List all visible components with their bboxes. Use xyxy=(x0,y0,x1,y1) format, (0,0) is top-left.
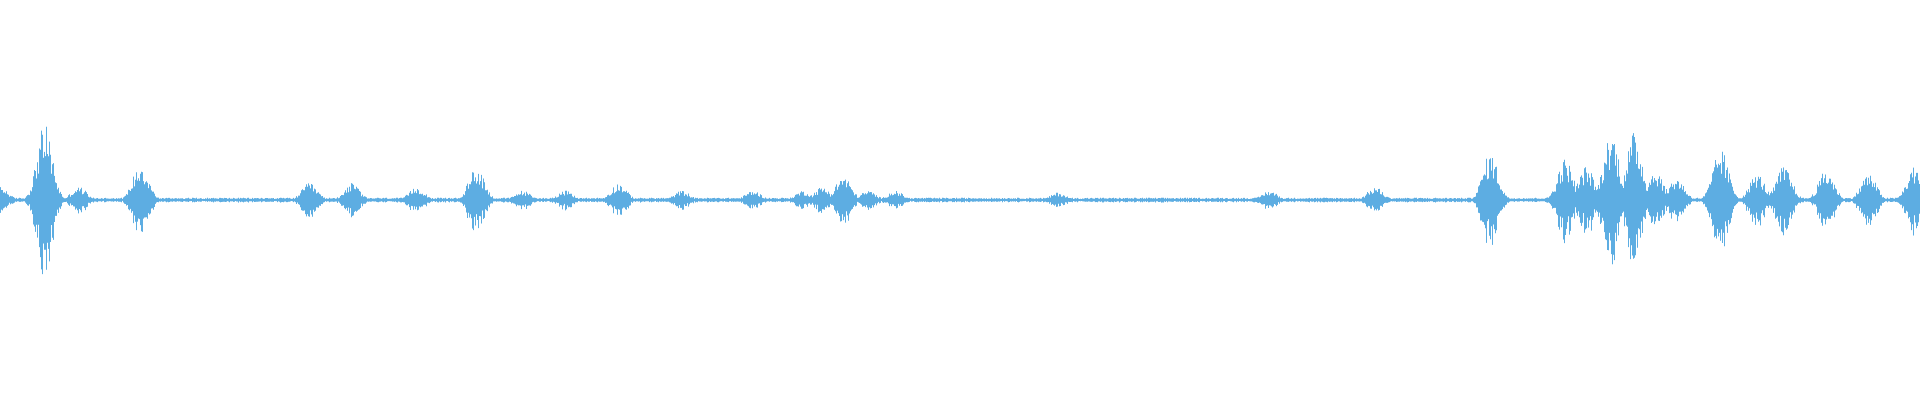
waveform-bars xyxy=(0,126,1920,275)
